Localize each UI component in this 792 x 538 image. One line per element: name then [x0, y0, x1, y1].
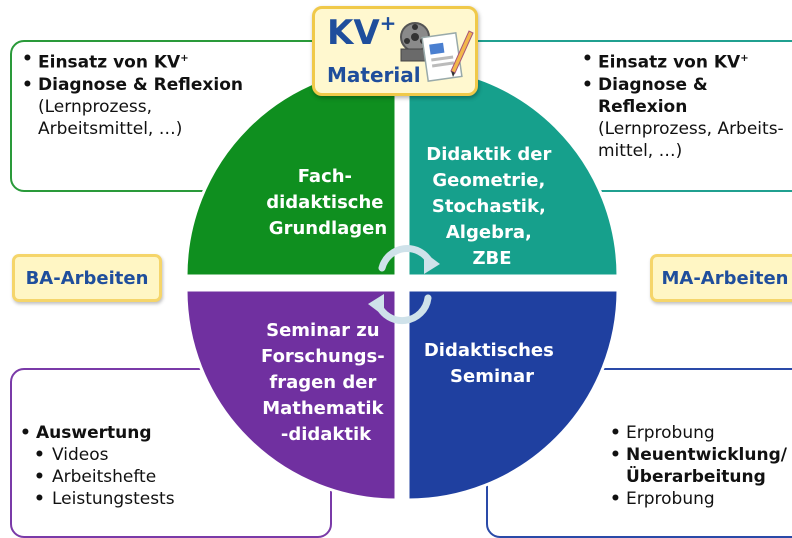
list-item-detail: Arbeitsmittel, …) [38, 118, 183, 139]
list-item: Neuentwicklung/ [610, 444, 787, 466]
list-item-detail: (Lernprozess, Arbeits- [598, 118, 784, 139]
ba-arbeiten-tag: BA-Arbeiten [12, 254, 162, 302]
ma-arbeiten-tag: MA-Arbeiten [650, 254, 792, 302]
box-top-right-list: Einsatz von KV+ Diagnose & Reflexion (Le… [582, 48, 792, 162]
list-item-detail: mittel, …) [598, 140, 683, 161]
kv-subtitle: Material [327, 63, 421, 87]
film-reel-and-document-icon [400, 22, 474, 82]
cycle-diagram: Fach- didaktische Grundlagen Didaktik de… [184, 64, 620, 502]
list-item: Videos [20, 444, 175, 466]
list-item: Einsatz von KV+ [582, 48, 792, 74]
quadrant-bottom-left-label: Seminar zu Forschungs- fragen der Mathem… [261, 320, 391, 445]
quadrant-top-right-label: Didaktik der Geometrie, Stochastik, Alge… [426, 144, 557, 269]
list-item: Auswertung [20, 422, 175, 444]
list-item-detail: (Lernprozess, [38, 96, 153, 117]
list-item: Diagnose & Reflexion [22, 74, 243, 96]
kv-material-badge: KV+ Material [312, 6, 478, 96]
list-item: Einsatz von KV+ [22, 48, 243, 74]
box-bottom-left-list: Auswertung Videos Arbeitshefte Leistungs… [20, 422, 175, 510]
list-item: Überarbeitung [626, 467, 766, 487]
cycle-arrowheads-icon [368, 252, 440, 316]
box-bottom-right-list: Erprobung Neuentwicklung/ Überarbeitung … [610, 422, 787, 510]
quadrant-bottom-right [406, 288, 620, 502]
list-item: Arbeitshefte [20, 466, 175, 488]
quadrant-bottom-left [184, 288, 398, 502]
kv-title: KV+ [327, 11, 397, 53]
quadrant-bottom-right-label: Didaktisches Seminar [424, 340, 560, 387]
box-top-left-list: Einsatz von KV+ Diagnose & Reflexion (Le… [22, 48, 243, 140]
list-item: Erprobung [610, 422, 787, 444]
list-item: Leistungstests [20, 488, 175, 510]
quadrant-top-left-label: Fach- didaktische Grundlagen [266, 166, 390, 239]
quadrant-top-left [184, 64, 398, 278]
list-item: Erprobung [610, 488, 787, 510]
list-item: Diagnose & Reflexion [582, 74, 792, 118]
